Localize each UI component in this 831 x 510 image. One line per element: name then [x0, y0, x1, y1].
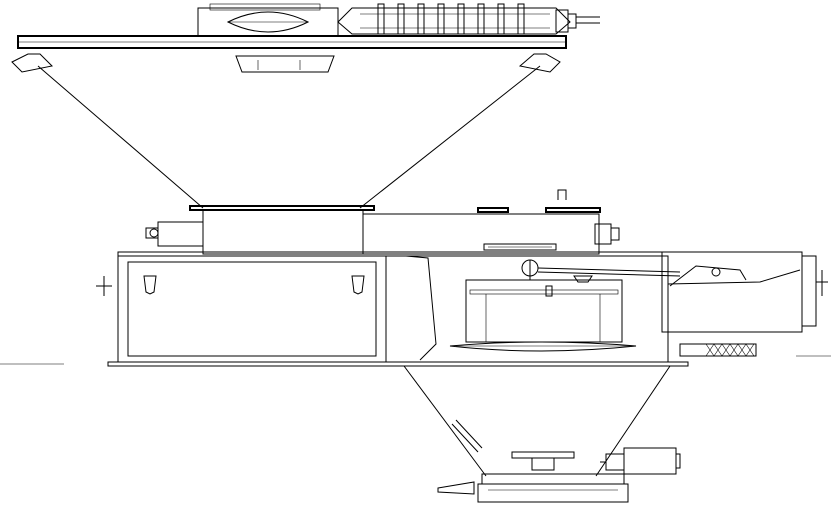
middle-housing	[0, 189, 831, 367]
upper-hopper	[37, 65, 541, 209]
flexible-hose	[679, 343, 757, 357]
lower-hopper	[403, 365, 671, 477]
bolt-row	[360, 3, 550, 35]
linkage-mechanism	[483, 243, 681, 297]
top-drive-assembly	[11, 3, 600, 73]
bottom-valve-assembly	[437, 447, 681, 503]
